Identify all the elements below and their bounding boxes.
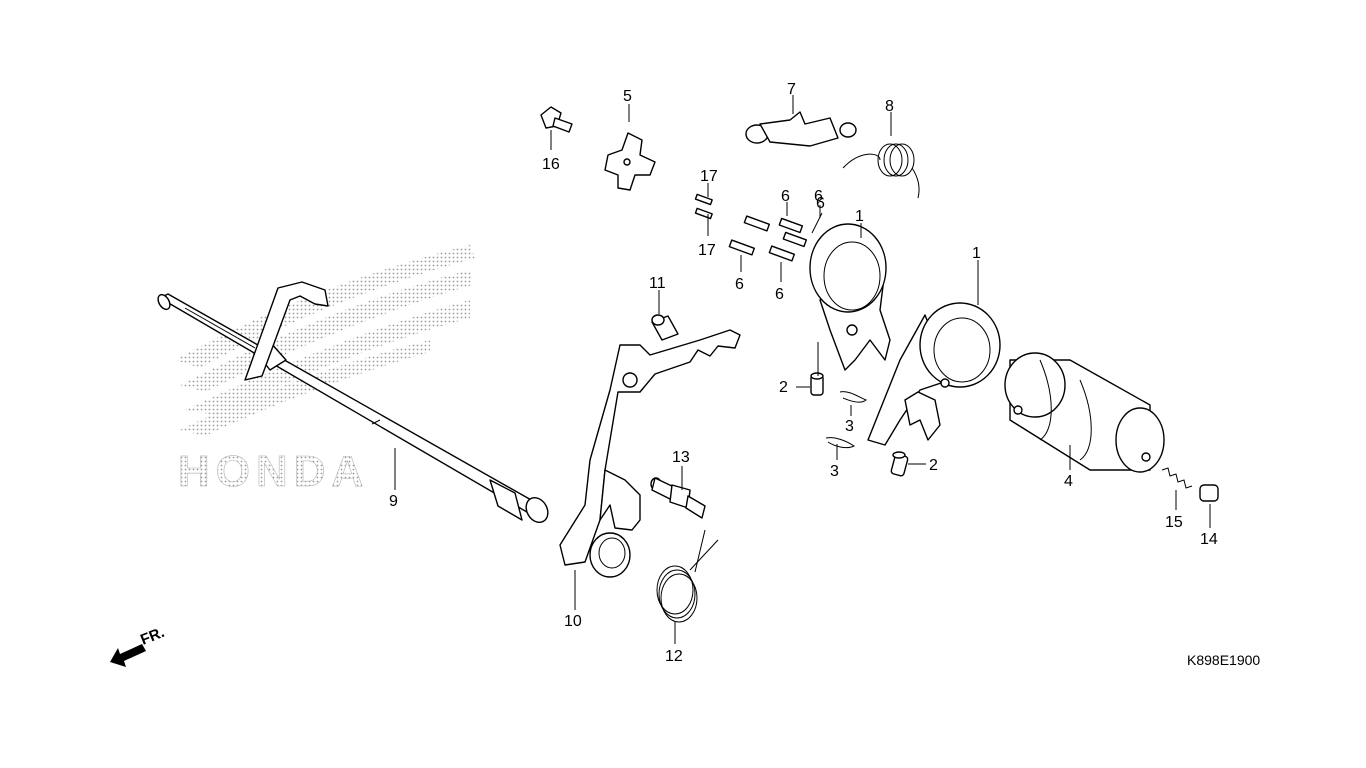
callout-1-lower: 1 (972, 245, 981, 262)
pins-17 (694, 193, 713, 220)
return-spring (656, 529, 719, 623)
callout-1-upper: 1 (855, 208, 864, 225)
guide-pins-6 (728, 215, 808, 262)
callout-2-upper: 2 (779, 379, 788, 396)
callout-2-lower: 2 (929, 457, 938, 474)
callout-17-lower: 17 (698, 242, 716, 259)
callout-13: 13 (672, 449, 690, 466)
callout-5: 5 (623, 88, 632, 105)
callout-15: 15 (1165, 514, 1183, 531)
stopper-spring (842, 143, 920, 199)
callout-4: 4 (1064, 473, 1073, 490)
front-direction-arrow: FR. (110, 624, 167, 667)
shift-drum (1004, 352, 1165, 473)
callout-16: 16 (542, 156, 560, 173)
stud-pin (650, 477, 706, 519)
dowel-pin-lower (890, 451, 909, 477)
drum-spring (1161, 467, 1193, 489)
honda-wing-watermark: HONDA (175, 245, 475, 496)
callout-8: 8 (885, 98, 894, 115)
clip-lower (825, 437, 855, 449)
dowel-pin-upper (810, 372, 824, 396)
callout-14: 14 (1200, 531, 1218, 548)
shift-fork-upper (809, 223, 891, 371)
drum-pin (1199, 484, 1219, 502)
callout-6-c: 6 (816, 195, 825, 212)
callout-3-upper: 3 (845, 418, 854, 435)
honda-watermark-text: HONDA (178, 447, 369, 496)
callout-17-upper: 17 (700, 168, 718, 185)
callout-6-b: 6 (814, 188, 823, 205)
clip-upper (839, 391, 868, 403)
callout-3-lower: 3 (830, 463, 839, 480)
callout-6-a: 6 (781, 188, 790, 205)
gearshift-arm (559, 329, 741, 578)
callout-6-e: 6 (775, 286, 784, 303)
leader-lines (394, 95, 1211, 644)
callout-6-d: 6 (735, 276, 744, 293)
diagram-code: K898E1900 (1187, 652, 1260, 668)
stopper-plate (604, 132, 656, 191)
stopper-arm (745, 111, 857, 147)
front-direction-label: FR. (138, 624, 167, 649)
shift-fork-lower (867, 302, 1001, 446)
callout-9: 9 (389, 493, 398, 510)
stopper-bolt (540, 106, 573, 133)
gearshift-spindle (157, 281, 549, 524)
callout-7: 7 (787, 81, 796, 98)
callout-10: 10 (564, 613, 582, 630)
callout-12: 12 (665, 648, 683, 665)
callout-11: 11 (649, 275, 666, 292)
spring-plunger (651, 314, 679, 341)
